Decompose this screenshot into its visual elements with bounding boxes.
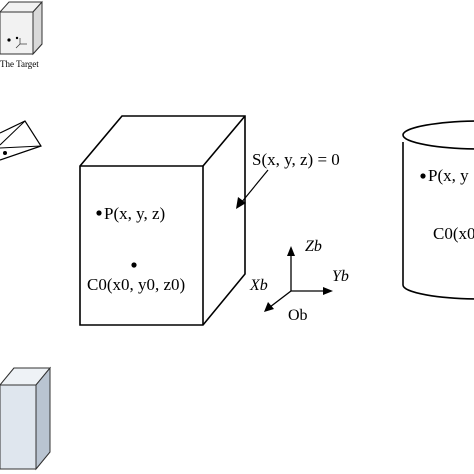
target-thumbnail: The Target: [0, 0, 43, 69]
body-axes: Zb Yb Xb Ob: [249, 238, 349, 324]
z-axis-arrowhead: [287, 246, 295, 256]
point-p-dot: [96, 210, 102, 216]
surface-equation-group: S(x, y, z) = 0: [236, 150, 340, 209]
thumbnail-point-c: [15, 36, 19, 40]
point-p-label: P(x, y, z): [104, 204, 165, 223]
surface-arrowhead: [236, 197, 246, 209]
cylinder-point-p-label: P(x, y: [428, 166, 469, 185]
y-axis-arrowhead: [323, 287, 333, 295]
cylinder-point-p-dot: [420, 173, 426, 179]
thumbnail-caption: The Target: [0, 59, 39, 69]
left-pyramid-shape: [0, 120, 42, 161]
x-axis-arrowhead: [264, 302, 274, 312]
cylinder: P(x, y C0(x0: [402, 120, 474, 300]
main-box: P(x, y, z) C0(x0, y0, z0): [79, 115, 246, 326]
x-axis-label: Xb: [249, 277, 268, 294]
cylinder-center-c0-label: C0(x0: [433, 224, 474, 243]
thumbnail-point-p: [7, 38, 11, 42]
bottom-left-cube: [0, 366, 52, 471]
surface-equation: S(x, y, z) = 0: [252, 150, 340, 169]
y-axis-label: Yb: [332, 268, 349, 285]
origin-label: Ob: [288, 307, 308, 324]
z-axis-label: Zb: [305, 238, 322, 255]
center-c0-label: C0(x0, y0, z0): [87, 275, 185, 294]
center-c0-dot: [131, 262, 137, 268]
